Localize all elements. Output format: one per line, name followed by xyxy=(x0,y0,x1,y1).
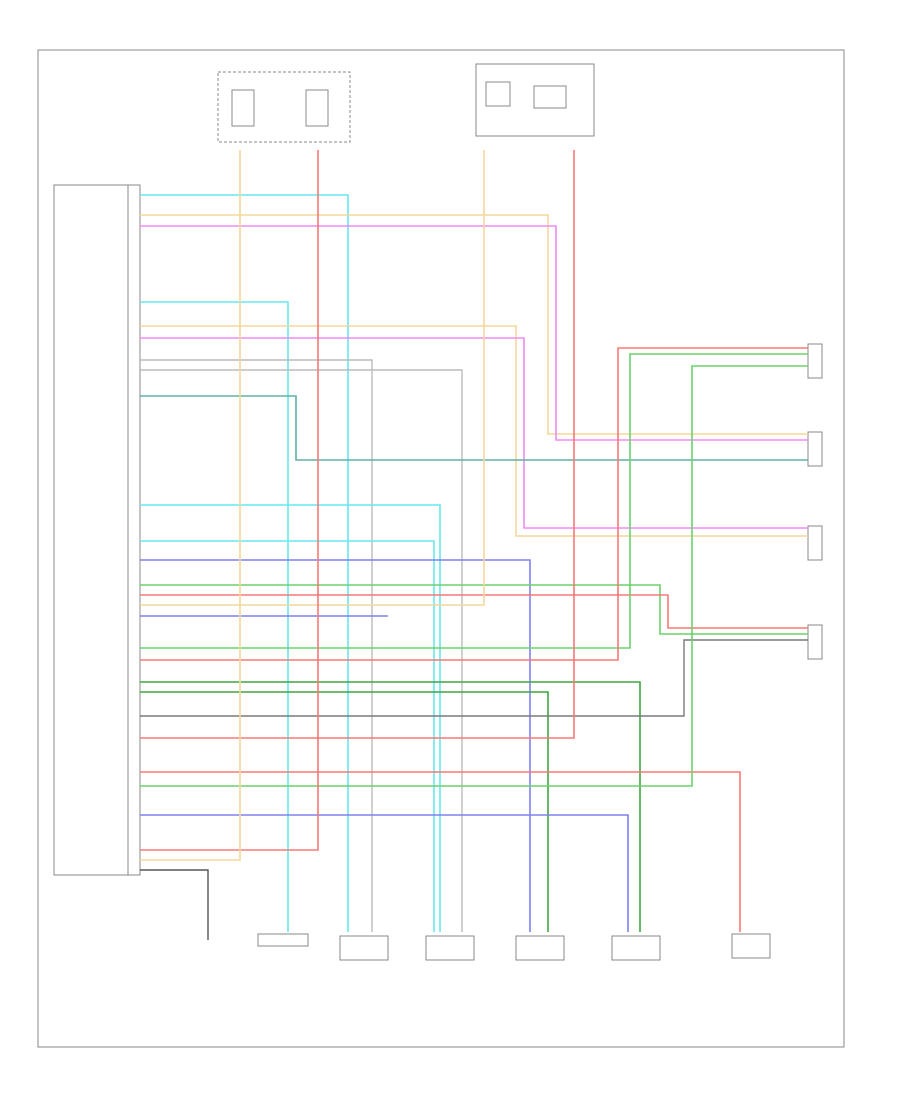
wire xyxy=(140,359,373,932)
wire xyxy=(140,814,629,932)
ebcm-module xyxy=(53,184,141,876)
wire xyxy=(140,194,349,932)
bottom-components xyxy=(257,933,771,961)
wire xyxy=(140,301,289,932)
wire xyxy=(140,337,808,529)
wire xyxy=(140,559,531,932)
right-connectors xyxy=(807,343,823,660)
wire xyxy=(140,369,463,932)
wire xyxy=(140,150,319,851)
fuse-block xyxy=(217,71,351,143)
brake-switch xyxy=(475,63,595,137)
wire xyxy=(140,225,808,441)
wire xyxy=(140,347,808,661)
wire xyxy=(140,325,808,537)
wire xyxy=(140,214,808,435)
wire xyxy=(140,691,549,932)
wire xyxy=(140,365,808,787)
wire xyxy=(140,395,808,461)
wire xyxy=(140,540,435,932)
wire xyxy=(140,869,209,940)
diagram-border xyxy=(37,49,845,1048)
wire xyxy=(140,150,575,739)
wire xyxy=(140,353,808,649)
wire xyxy=(140,150,241,861)
wire xyxy=(140,150,485,606)
wires xyxy=(140,150,808,940)
wire xyxy=(140,594,808,629)
wire xyxy=(140,584,808,635)
wire xyxy=(140,771,741,932)
wire xyxy=(140,681,641,932)
wire xyxy=(140,639,808,717)
wire xyxy=(140,504,441,932)
